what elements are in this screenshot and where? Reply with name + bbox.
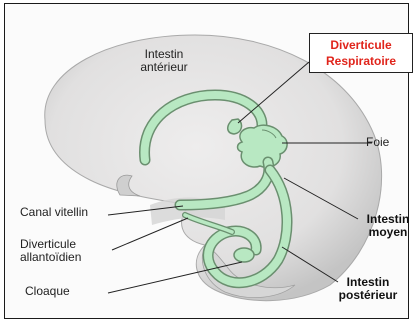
liver-bud	[238, 125, 288, 167]
cloaca-blob	[234, 248, 254, 262]
label-cloaca: Cloaque	[25, 285, 70, 298]
label-foregut: Intestin antérieur	[129, 48, 199, 74]
label-liver: Foie	[366, 136, 389, 149]
label-midgut: Intestin moyen	[358, 213, 413, 239]
label-allantois: Diverticule allantoïdien	[20, 238, 81, 264]
label-hindgut: Intestin postérieur	[330, 276, 406, 302]
label-respiratory-diverticulum: Diverticule Respiratoire	[309, 33, 413, 73]
label-vitelline-duct: Canal vitellin	[20, 206, 88, 219]
